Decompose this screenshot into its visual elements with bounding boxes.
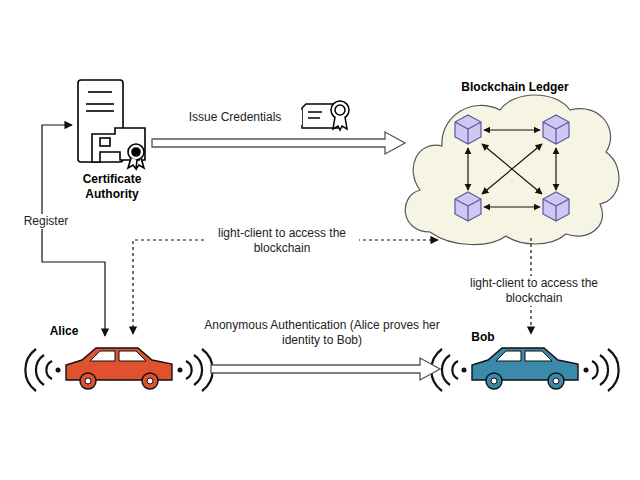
node-title: Bob <box>458 330 508 345</box>
vehicle-node: Bob <box>438 328 613 396</box>
edge-label: light-client to access the blockchain <box>457 276 611 306</box>
block-arrow <box>211 358 440 380</box>
node-title: Certificate Authority <box>60 172 164 202</box>
ledger-node: Blockchain Ledger <box>400 78 625 246</box>
edge-label: Anonymous Authentication (Alice proves h… <box>200 318 444 348</box>
alice-car <box>25 348 212 391</box>
node-title: Blockchain Ledger <box>440 80 590 95</box>
blockchain-links <box>468 130 556 207</box>
blockchain-blocks <box>455 115 569 221</box>
edge-label: light-client to access the blockchain <box>205 226 359 256</box>
edge-label: Register <box>16 214 76 229</box>
blockchain-cloud <box>405 95 619 245</box>
bob-car <box>431 348 618 391</box>
node-title: Alice <box>34 324 94 339</box>
edge-label: Issue Credentials <box>168 110 302 125</box>
certificate-icon <box>302 101 349 130</box>
block-arrow <box>152 132 405 154</box>
connector <box>42 125 105 336</box>
authority-node: Certificate Authority <box>72 78 152 200</box>
vehicle-node: Alice <box>30 322 205 396</box>
server-icon <box>78 80 145 169</box>
